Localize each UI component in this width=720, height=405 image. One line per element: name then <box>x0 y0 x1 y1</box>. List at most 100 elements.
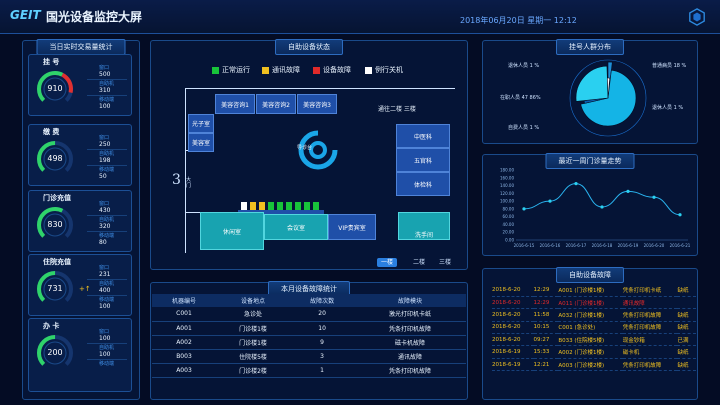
floor-tab-2[interactable]: 二楼 <box>412 259 425 266</box>
room-washroom[interactable]: 洗手间 <box>398 212 450 240</box>
hexagon-icon[interactable] <box>688 8 706 26</box>
pie-slice[interactable] <box>580 69 637 127</box>
room-beauty[interactable]: 美容室 <box>188 133 214 152</box>
kiosk-status-indicator[interactable] <box>259 202 265 210</box>
kiosk-label: 自助机 <box>99 345 115 351</box>
window-value: 231 <box>99 271 111 278</box>
pie-slice[interactable] <box>607 77 611 99</box>
room-beauty-2[interactable]: 美容咨询2 <box>256 94 296 114</box>
trend-point[interactable] <box>626 189 630 193</box>
trend-line-chart: 0.0020.0040.0060.0080.00100.00120.00140.… <box>500 168 691 249</box>
floor-tab-3[interactable]: 三楼 <box>438 259 451 266</box>
room-lounge[interactable]: 休闲室 <box>200 212 264 250</box>
kiosk-status-indicator[interactable] <box>304 202 310 210</box>
guide-desk-icon <box>298 130 338 170</box>
stat-gauge <box>36 271 73 307</box>
room-checkup[interactable]: 体检科 <box>396 172 450 196</box>
alarm-dev: A032 (门诊楼1楼) <box>558 308 623 322</box>
mobile-label: 移动端 <box>99 97 115 103</box>
stat-gauge <box>36 335 73 371</box>
window-label: 窗口 <box>99 265 110 271</box>
trend-point[interactable] <box>678 213 682 217</box>
trend-point[interactable] <box>652 195 656 199</box>
legend-swatch <box>365 66 372 74</box>
window-value: 500 <box>99 71 111 78</box>
room-meeting[interactable]: 会议室 <box>264 214 328 240</box>
pie-label: 自费人员 1 % <box>508 125 540 131</box>
kiosk-value: 320 <box>99 223 111 230</box>
kiosk-label: 自助机 <box>99 217 115 223</box>
kiosk-status-indicator[interactable] <box>295 202 301 210</box>
x-tick-label: 2016-6-17 <box>566 243 587 248</box>
alarm-date: 2018-6-20 <box>492 321 534 335</box>
alarm-date: 2018-6-20 <box>492 333 534 347</box>
stairs-label: 通往二楼 三楼 <box>378 106 416 113</box>
window-value: 250 <box>99 141 111 148</box>
alarm-desc: 磁卡机 <box>622 345 678 359</box>
floor-tab-1[interactable]: 一楼 <box>377 258 397 267</box>
trend-point[interactable] <box>522 207 526 211</box>
kiosk-label: 自助机 <box>99 151 115 157</box>
trend-point[interactable] <box>600 205 604 209</box>
alarm-time: 15:33 <box>533 345 559 359</box>
trend-point[interactable] <box>548 199 552 203</box>
y-tick-label: 60.00 <box>503 214 515 219</box>
room-beauty-3[interactable]: 美容咨询3 <box>297 94 337 114</box>
kiosk-status-indicator[interactable] <box>250 202 256 210</box>
mobile-label: 移动端 <box>99 233 115 239</box>
device-status-title: 自助设备状态 <box>275 39 343 55</box>
fault-col-id: 机器编号 <box>152 294 216 307</box>
distribution-pie-chart <box>569 59 647 137</box>
y-tick-label: 160.00 <box>500 175 514 180</box>
alarm-date: 2018-6-20 <box>492 308 534 322</box>
card-divider <box>87 359 127 360</box>
transaction-panel-title: 当日实时交易量统计 <box>36 39 126 55</box>
floor-plan <box>185 88 455 253</box>
pie-slice[interactable] <box>575 65 609 102</box>
kiosk-status-indicator[interactable] <box>277 202 283 210</box>
kiosk-status-indicator[interactable] <box>286 202 292 210</box>
card-divider <box>87 231 127 232</box>
room-beauty-1[interactable]: 美容咨询1 <box>215 94 255 114</box>
kiosk-status-indicator[interactable] <box>268 202 274 210</box>
window-label: 窗口 <box>99 65 110 71</box>
trend-point[interactable] <box>574 182 578 186</box>
card-divider <box>87 215 127 216</box>
room-vip[interactable]: VIP贵宾室 <box>328 214 376 240</box>
alarm-dev: A002 (门诊楼1楼) <box>558 345 623 359</box>
kiosk-status-indicator[interactable] <box>241 202 247 210</box>
stat-card-value: 910 <box>47 84 63 93</box>
legend-swatch <box>212 66 219 74</box>
fault-id: A003 <box>152 363 216 378</box>
y-tick-label: 180.00 <box>500 168 514 173</box>
card-divider <box>87 149 127 150</box>
window-label: 窗口 <box>99 201 110 207</box>
stat-gauge <box>36 207 73 243</box>
fault-count: 1 <box>290 363 355 378</box>
room-photon[interactable]: 光子室 <box>188 114 214 133</box>
app-title: 国光设备监控大屏 <box>46 10 143 24</box>
room-ent[interactable]: 五官科 <box>396 148 450 172</box>
alarm-dev: A003 (门诊楼2楼) <box>558 358 623 372</box>
stat-card-title: 缴 费 <box>43 128 60 136</box>
pie-label: 退休人员 1 % <box>508 63 540 69</box>
room-tcm[interactable]: 中医科 <box>396 124 450 148</box>
entrance-label: 大门 <box>186 177 192 189</box>
fault-id: B003 <box>152 349 216 364</box>
kiosk-status-indicator[interactable] <box>313 202 319 210</box>
stat-card-title: 门诊充值 <box>43 194 71 202</box>
